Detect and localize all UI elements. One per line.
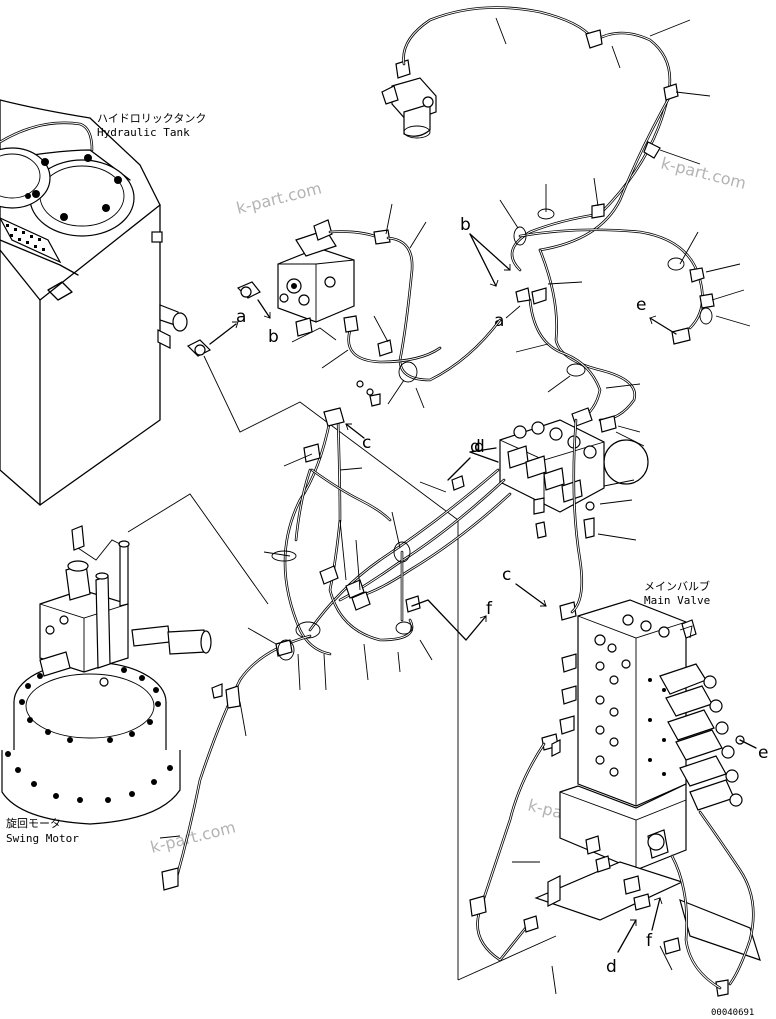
hydraulic-tank-label-en: Hydraulic Tank [97,126,190,139]
swing-motor: 旋回モータ Swing Motor [1,493,269,845]
hydraulic-tank-label-jp: ハイドロリックタンク [97,112,206,125]
drawing-code: 00040691 [711,1008,754,1018]
hydraulic-tank: ハイドロリックタンク Hydraulic Tank [0,99,206,506]
swing-motor-label-en: Swing Motor [6,832,79,845]
connection-letter-e-right: e [758,743,768,763]
connection-letter-d-upper: d [470,437,481,457]
pilot-manifold: d [469,407,649,541]
connection-letter-c-upper: c [362,433,371,453]
main-valve: d f c e メインバルブ Main Valve [457,418,768,997]
connection-letter-f-lower: f [646,931,653,951]
connection-letter-a: a [236,307,246,327]
main-valve-label-en: Main Valve [644,594,710,607]
connection-letter-d-lower: d [606,957,617,977]
connection-letter-b-upper: b [460,215,471,235]
upper-hoses: b a e [402,6,751,433]
swing-hose [159,627,312,891]
connection-letter-b: b [268,327,279,347]
connection-letter-d-mid: d [474,437,485,457]
line-filter [381,59,437,139]
solenoid-valve-block [277,203,502,409]
connection-letter-c-valve: c [502,565,511,585]
watermark: k-part.com [148,817,237,857]
watermark: k-part.com [234,178,323,218]
connection-letter-f-mid: f [486,599,493,619]
watermark: k-part.com [659,153,748,193]
middle-hose-bundle: c d f [263,407,512,691]
tank-fittings: a b [186,281,459,980]
connection-letter-e-left: e [636,295,646,315]
swing-motor-label-jp: 旋回モータ [6,816,61,830]
main-valve-label-jp: メインバルブ [644,579,710,593]
